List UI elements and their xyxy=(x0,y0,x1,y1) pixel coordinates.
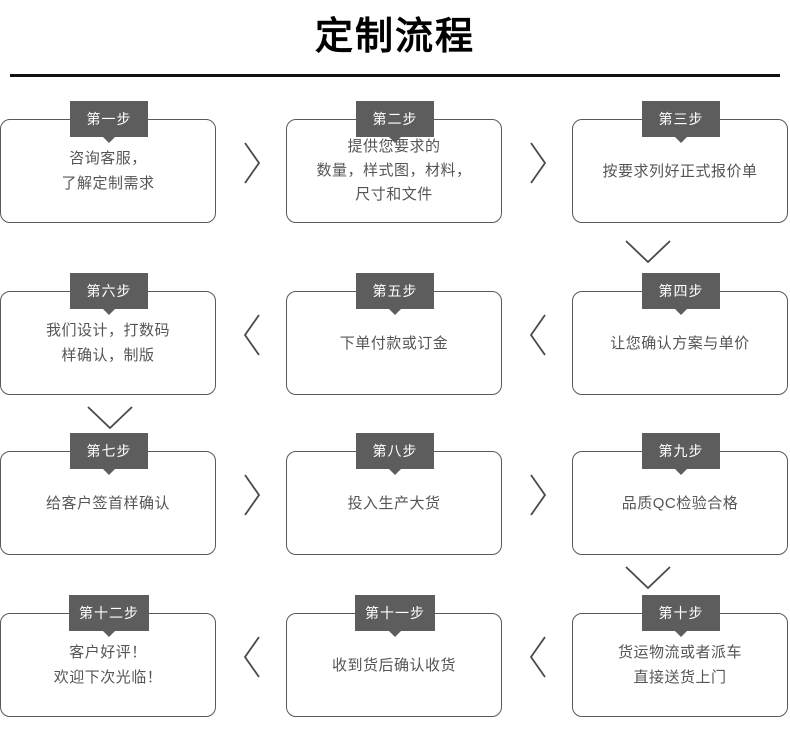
flow-step-9[interactable]: 品质QC检验合格 第九步 xyxy=(572,433,790,557)
step-text: 客户好评！ 欢迎下次光临！ xyxy=(53,644,163,686)
flow-row-3: 给客户签首样确认 第七步 投入生产大货 第八步 品质QC检验合格 第九步 xyxy=(0,433,790,588)
flow-row-2: 我们设计，打数码 样确认，制版 第六步 下单付款或订金 第五步 让您确认方案与单… xyxy=(0,273,790,428)
page-header: 定制流程 xyxy=(0,0,790,77)
flow-step-1[interactable]: 咨询客服， 了解定制需求 第一步 xyxy=(0,101,218,225)
step-text: 下单付款或订金 xyxy=(339,334,449,352)
chevron-down-icon xyxy=(620,235,676,269)
step-text: 投入生产大货 xyxy=(347,494,441,512)
flow-step-8[interactable]: 投入生产大货 第八步 xyxy=(286,433,504,557)
process-flow-diagram: 咨询客服， 了解定制需求 第一步 提供您要求的 数量，样式图，材料， 尺寸和文件… xyxy=(0,83,790,743)
step-badge: 第十步 xyxy=(642,595,720,631)
flow-step-12[interactable]: 客户好评！ 欢迎下次光临！ 第十二步 xyxy=(0,595,218,719)
flow-step-4[interactable]: 让您确认方案与单价 第四步 xyxy=(572,273,790,397)
step-text: 提供您要求的 数量，样式图，材料， 尺寸和文件 xyxy=(316,138,472,203)
step-badge: 第三步 xyxy=(642,101,720,137)
chevron-left-icon xyxy=(517,595,559,719)
step-badge: 第二步 xyxy=(356,101,434,137)
flow-step-2[interactable]: 提供您要求的 数量，样式图，材料， 尺寸和文件 第二步 xyxy=(286,101,504,225)
chevron-right-icon xyxy=(517,101,559,225)
step-text: 给客户签首样确认 xyxy=(45,494,170,512)
chevron-left-icon xyxy=(231,595,273,719)
chevron-right-icon xyxy=(231,101,273,225)
flow-step-7[interactable]: 给客户签首样确认 第七步 xyxy=(0,433,218,557)
flow-step-11[interactable]: 收到货后确认收货 第十一步 xyxy=(286,595,504,719)
step-text: 按要求列好正式报价单 xyxy=(602,162,758,180)
step-text: 品质QC检验合格 xyxy=(621,494,739,512)
step-badge: 第五步 xyxy=(356,273,434,309)
chevron-right-icon xyxy=(231,433,273,557)
chevron-down-icon xyxy=(82,401,138,435)
chevron-down-icon xyxy=(620,561,676,595)
chevron-left-icon xyxy=(231,273,273,397)
step-badge: 第十一步 xyxy=(355,595,435,631)
step-badge: 第六步 xyxy=(70,273,148,309)
step-badge: 第八步 xyxy=(356,433,434,469)
step-text: 我们设计，打数码 样确认，制版 xyxy=(45,322,170,364)
step-badge: 第七步 xyxy=(70,433,148,469)
flow-step-10[interactable]: 货运物流或者派车 直接送货上门 第十步 xyxy=(572,595,790,719)
flow-step-3[interactable]: 按要求列好正式报价单 第三步 xyxy=(572,101,790,225)
flow-row-1: 咨询客服， 了解定制需求 第一步 提供您要求的 数量，样式图，材料， 尺寸和文件… xyxy=(0,101,790,256)
step-text: 货运物流或者派车 直接送货上门 xyxy=(617,644,742,686)
step-text: 收到货后确认收货 xyxy=(331,656,456,674)
chevron-left-icon xyxy=(517,273,559,397)
flow-row-4: 客户好评！ 欢迎下次光临！ 第十二步 收到货后确认收货 第十一步 货运物流或者派… xyxy=(0,595,790,750)
step-badge: 第十二步 xyxy=(69,595,149,631)
step-text: 让您确认方案与单价 xyxy=(610,334,750,352)
step-badge: 第一步 xyxy=(70,101,148,137)
chevron-right-icon xyxy=(517,433,559,557)
step-text: 咨询客服， 了解定制需求 xyxy=(61,150,155,192)
flow-step-6[interactable]: 我们设计，打数码 样确认，制版 第六步 xyxy=(0,273,218,397)
step-badge: 第四步 xyxy=(642,273,720,309)
step-badge: 第九步 xyxy=(642,433,720,469)
step-box: 客户好评！ 欢迎下次光临！ xyxy=(0,613,216,717)
page-title: 定制流程 xyxy=(314,16,475,58)
flow-step-5[interactable]: 下单付款或订金 第五步 xyxy=(286,273,504,397)
title-divider xyxy=(10,74,780,77)
